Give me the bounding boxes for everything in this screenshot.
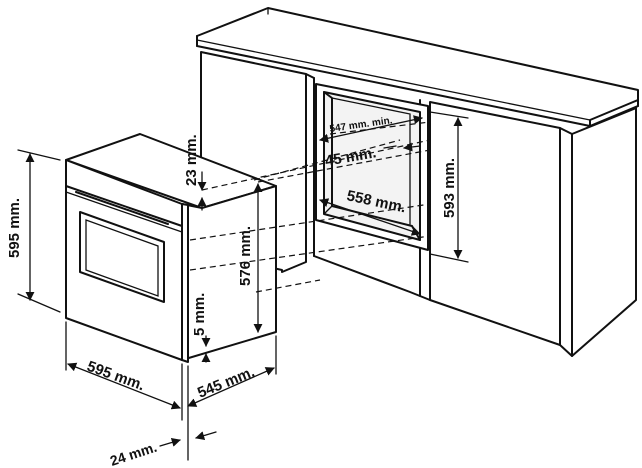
front-panel-depth-label: 24 mm. [108, 439, 159, 468]
inner-height-label: 576 mm. [237, 226, 254, 286]
top-gap-label: 23 mm. [183, 134, 200, 186]
dimension-lines [17, 111, 469, 461]
bottom-gap-label: 5 mm. [191, 293, 208, 336]
oven-depth-label: 545 mm. [195, 363, 257, 401]
oven-height-label: 595 mm. [6, 198, 23, 258]
oven-width-label: 595 mm. [85, 358, 147, 395]
niche-height-label: 593 mm. [441, 158, 458, 218]
oven-body [65, 133, 277, 363]
